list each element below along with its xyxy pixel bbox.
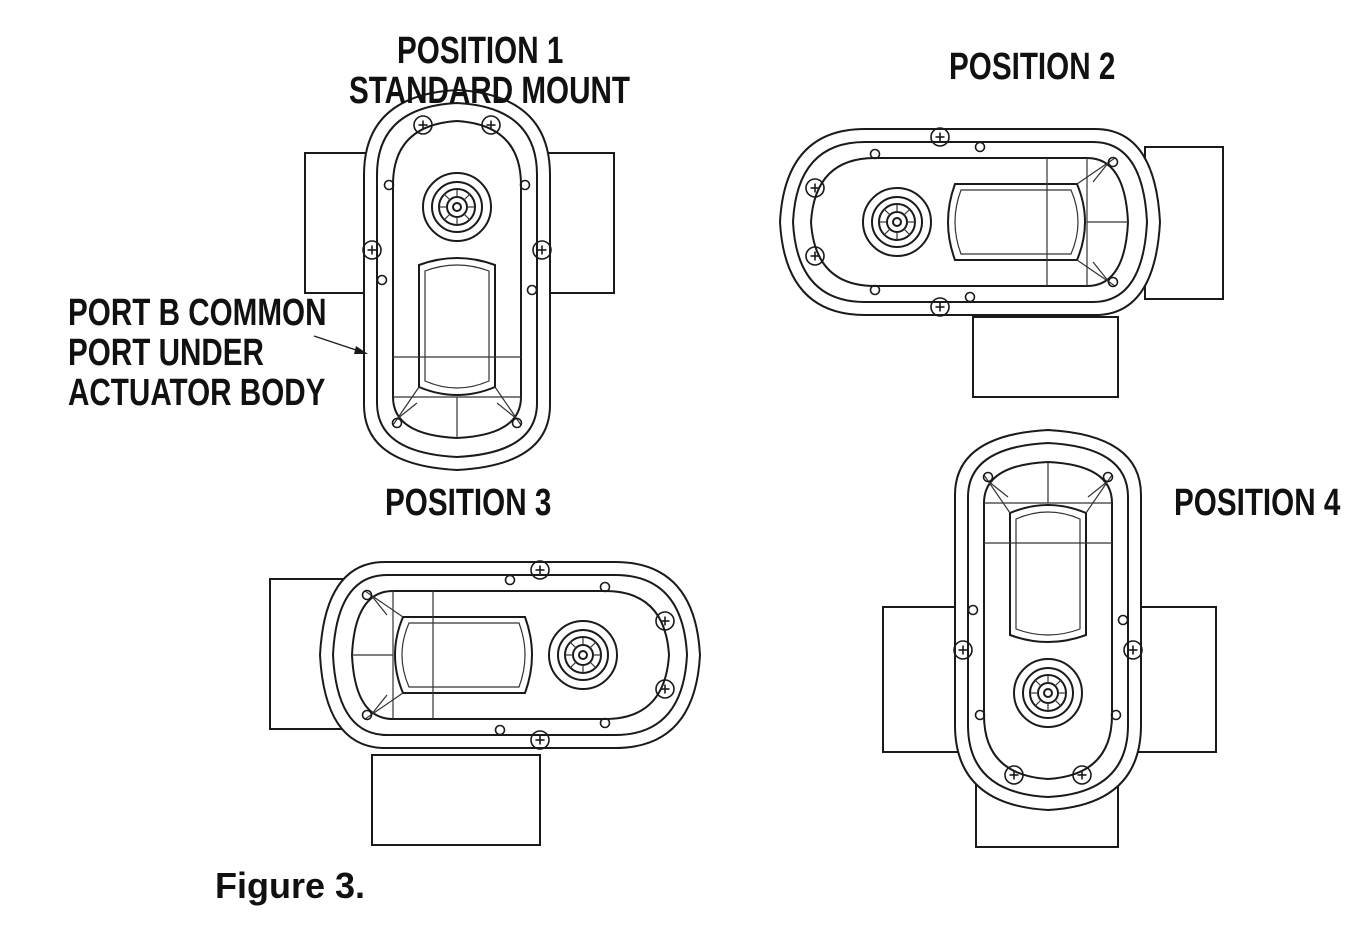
position-3-title: POSITION 3: [385, 482, 552, 524]
position-1-title: POSITION 1: [397, 30, 564, 72]
callout-line-1: PORT B COMMON: [68, 292, 327, 334]
callout-line-3: ACTUATOR BODY: [68, 372, 326, 414]
callout-arrow: [313, 335, 368, 354]
position-4-drawing: [882, 430, 1217, 848]
position-1-subtitle: STANDARD MOUNT: [349, 70, 631, 112]
position-2-drawing: [780, 128, 1224, 398]
position-4-title: POSITION 4: [1174, 482, 1341, 524]
position-3-drawing: [269, 561, 700, 846]
figure-caption: Figure 3.: [215, 865, 366, 906]
position-1-drawing: [304, 90, 615, 470]
position-2-title: POSITION 2: [949, 46, 1116, 88]
callout-line-2: PORT UNDER: [68, 332, 264, 374]
